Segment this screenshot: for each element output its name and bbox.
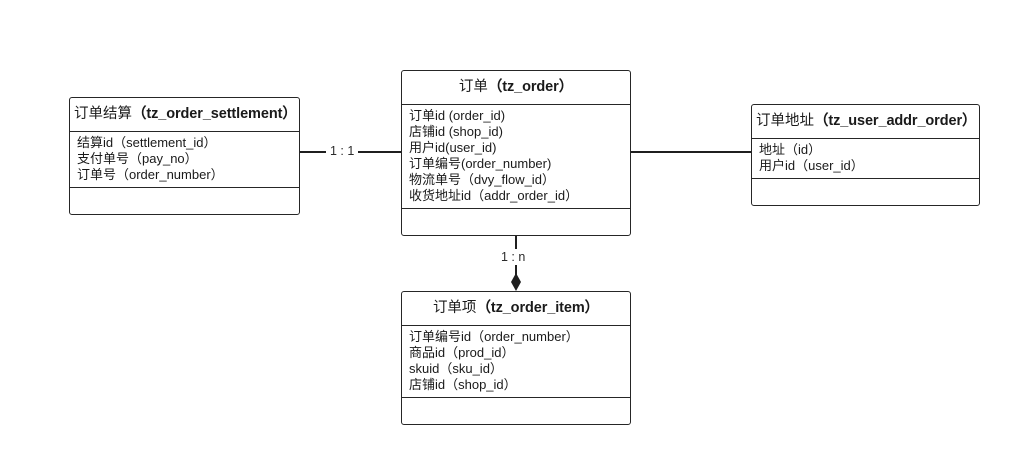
edge-label-order-item: 1 : n xyxy=(497,249,530,265)
entity-header-order: 订单（tz_order） xyxy=(402,71,630,105)
entity-attributes-order-item: 订单编号id（order_number） 商品id（prod_id） skuid… xyxy=(402,326,630,398)
entity-header-order-settlement: 订单结算（tz_order_settlement） xyxy=(70,98,299,132)
entity-order-item[interactable]: 订单项（tz_order_item） 订单编号id（order_number） … xyxy=(401,291,631,425)
attribute-row: 收货地址id（addr_order_id） xyxy=(409,187,579,203)
edge-order-addr xyxy=(630,151,752,153)
attribute-row: skuid（sku_id） xyxy=(409,360,503,376)
attribute-row: 商品id（prod_id） xyxy=(409,344,515,360)
edge-label-settlement-order: 1 : 1 xyxy=(326,143,359,159)
entity-order[interactable]: 订单（tz_order） 订单id (order_id) 店铺id (shop_… xyxy=(401,70,631,236)
attribute-row: 用户id（user_id） xyxy=(759,157,864,173)
entity-table-order-item: tz_order_item xyxy=(490,300,585,316)
attribute-row: 店铺id（shop_id） xyxy=(409,376,517,392)
attribute-row: 订单编号id（order_number） xyxy=(409,328,579,344)
entity-footer-order-item xyxy=(402,398,630,424)
entity-footer-user-addr-order xyxy=(752,179,979,205)
attribute-row: 订单编号(order_number) xyxy=(409,155,552,171)
entity-user-addr-order[interactable]: 订单地址（tz_user_addr_order） 地址（id） 用户id（use… xyxy=(751,104,980,206)
attribute-row: 订单id (order_id) xyxy=(409,107,506,123)
entity-header-order-item: 订单项（tz_order_item） xyxy=(402,292,630,326)
entity-attributes-order-settlement: 结算id（settlement_id） 支付单号（pay_no） 订单号（ord… xyxy=(70,132,299,188)
entity-order-settlement[interactable]: 订单结算（tz_order_settlement） 结算id（settlemen… xyxy=(69,97,300,215)
entity-table-order-settlement: tz_order_settlement xyxy=(146,106,283,122)
attribute-row: 订单号（order_number） xyxy=(77,166,224,182)
attribute-row: 物流单号（dvy_flow_id） xyxy=(409,171,555,187)
entity-table-user-addr-order: tz_user_addr_order xyxy=(828,113,962,129)
entity-title-order: 订单 xyxy=(458,79,488,95)
entity-footer-order-settlement xyxy=(70,188,299,214)
entity-attributes-user-addr-order: 地址（id） 用户id（user_id） xyxy=(752,139,979,179)
attribute-row: 地址（id） xyxy=(759,141,822,157)
entity-table-order: tz_order xyxy=(502,79,559,95)
entity-footer-order xyxy=(402,209,630,235)
attribute-row: 用户id(user_id) xyxy=(409,139,497,155)
entity-attributes-order: 订单id (order_id) 店铺id (shop_id) 用户id(user… xyxy=(402,105,630,209)
entity-header-user-addr-order: 订单地址（tz_user_addr_order） xyxy=(752,105,979,139)
entity-title-order-settlement: 订单结算 xyxy=(74,106,132,122)
attribute-row: 支付单号（pay_no） xyxy=(77,150,198,166)
entity-title-user-addr-order: 订单地址 xyxy=(756,113,814,129)
entity-title-order-item: 订单项 xyxy=(432,300,477,316)
attribute-row: 店铺id (shop_id) xyxy=(409,123,503,139)
attribute-row: 结算id（settlement_id） xyxy=(77,134,217,150)
